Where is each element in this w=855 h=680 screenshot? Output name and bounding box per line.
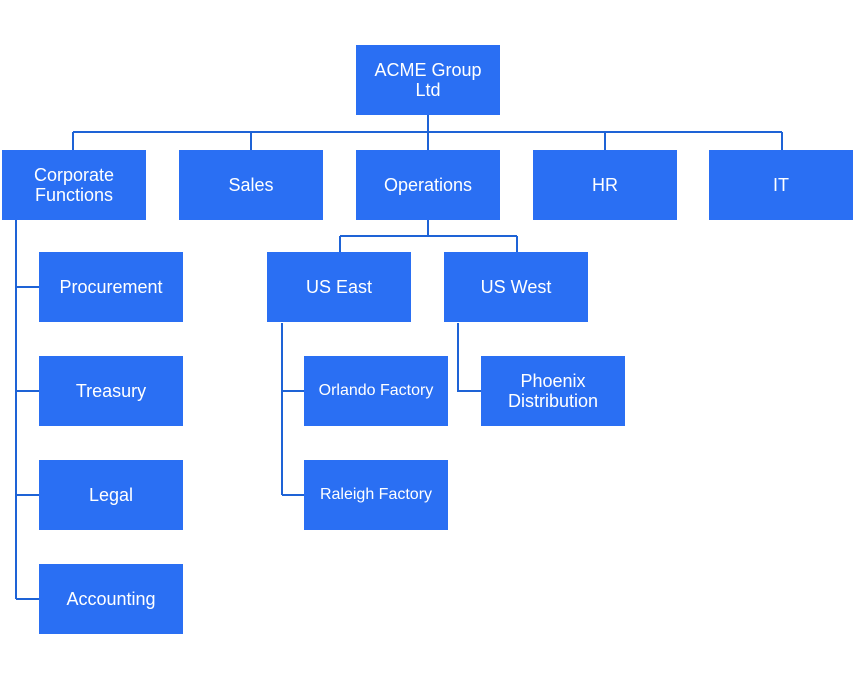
- node-sales[interactable]: Sales: [179, 150, 323, 220]
- node-legal[interactable]: Legal: [39, 460, 183, 530]
- connector-us-east-sites: [281, 323, 304, 496]
- node-acme-group-ltd[interactable]: ACME Group Ltd: [356, 45, 500, 115]
- node-operations[interactable]: Operations: [356, 150, 500, 220]
- connector-us-west-sites: [457, 323, 481, 392]
- node-accounting[interactable]: Accounting: [39, 564, 183, 634]
- connector-operations-regions: [339, 220, 518, 252]
- connector-corporate-functions: [15, 220, 39, 600]
- connector-root-departments: [72, 115, 783, 150]
- node-orlando-factory[interactable]: Orlando Factory: [304, 356, 448, 426]
- node-phoenix-distribution[interactable]: Phoenix Distribution: [481, 356, 625, 426]
- node-us-west[interactable]: US West: [444, 252, 588, 322]
- node-hr[interactable]: HR: [533, 150, 677, 220]
- node-raleigh-factory[interactable]: Raleigh Factory: [304, 460, 448, 530]
- node-us-east[interactable]: US East: [267, 252, 411, 322]
- node-procurement[interactable]: Procurement: [39, 252, 183, 322]
- node-treasury[interactable]: Treasury: [39, 356, 183, 426]
- node-it[interactable]: IT: [709, 150, 853, 220]
- node-corporate-functions[interactable]: Corporate Functions: [2, 150, 146, 220]
